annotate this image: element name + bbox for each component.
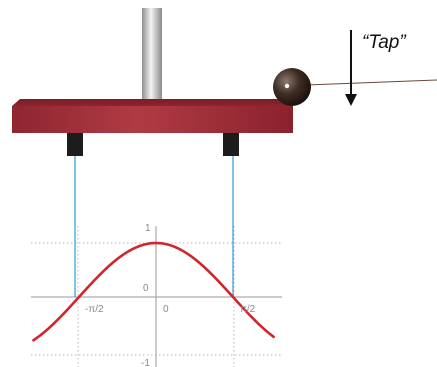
left-sensor [67, 133, 83, 156]
ball-highlight [284, 83, 290, 89]
ball-string [305, 79, 437, 86]
cosine-curve [32, 241, 275, 342]
x-tick-left: -π/2 [85, 304, 104, 315]
y-tick-top: 1 [145, 223, 151, 234]
graph: 1 0 -1 -π/2 0 π/2 [31, 156, 282, 367]
down-arrow-icon [345, 30, 357, 106]
y-tick-bottom: -1 [141, 358, 150, 367]
right-sensor [223, 133, 239, 156]
y-tick-middle: 0 [143, 283, 149, 294]
x-tick-center: 0 [163, 304, 169, 315]
x-tick-right: π/2 [240, 304, 256, 315]
plate [12, 99, 293, 133]
tap-label: “Tap” [362, 32, 407, 53]
ball-icon [273, 68, 311, 106]
support-rod [142, 8, 162, 99]
